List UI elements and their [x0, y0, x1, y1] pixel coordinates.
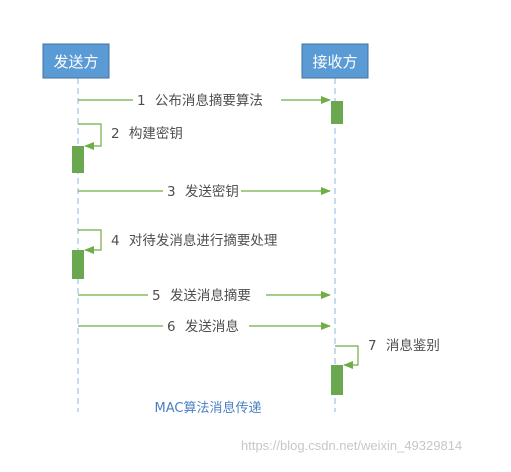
message-3-number: 3: [167, 184, 176, 200]
sender-actor: 发送方: [42, 43, 110, 79]
message-4-number: 4: [111, 233, 120, 249]
message-7: 7 消息鉴别: [335, 337, 440, 369]
message-1-label: 公布消息摘要算法: [155, 92, 263, 109]
message-2: 2 构建密钥: [78, 123, 183, 150]
svg-text:2 构建密钥: 2 构建密钥: [111, 125, 183, 142]
message-7-number: 7: [368, 338, 377, 354]
message-1-number: 1: [137, 93, 146, 109]
message-4: 4 对待发消息进行摘要处理: [78, 229, 278, 254]
message-5: 5 发送消息摘要: [78, 286, 331, 304]
message-6-label: 发送消息: [185, 318, 239, 335]
svg-text:5 发送消息摘要: 5 发送消息摘要: [152, 287, 251, 304]
message-2-number: 2: [111, 126, 120, 142]
message-5-label: 发送消息摘要: [170, 287, 251, 304]
receiver-actor-label: 接收方: [312, 53, 357, 71]
message-3-label: 发送密钥: [185, 183, 239, 200]
message-6: 6 发送消息: [78, 317, 331, 335]
svg-text:1 公布消息摘要算法: 1 公布消息摘要算法: [137, 92, 263, 109]
message-1: 1 公布消息摘要算法: [78, 91, 331, 109]
message-6-number: 6: [167, 319, 176, 335]
svg-text:4 对待发消息进行摘要处理: 4 对待发消息进行摘要处理: [111, 232, 278, 249]
sender-activation-2: [72, 146, 84, 173]
svg-text:7 消息鉴别: 7 消息鉴别: [368, 337, 440, 354]
receiver-activation-1: [331, 101, 343, 124]
watermark: https://blog.csdn.net/weixin_49329814: [241, 438, 463, 453]
sender-activation-4: [72, 250, 84, 279]
message-3: 3 发送密钥: [78, 182, 331, 200]
sender-actor-label: 发送方: [53, 53, 98, 71]
message-7-label: 消息鉴别: [386, 337, 440, 354]
message-5-number: 5: [152, 288, 161, 304]
svg-text:3 发送密钥: 3 发送密钥: [167, 183, 239, 200]
message-4-label: 对待发消息进行摘要处理: [129, 232, 278, 249]
diagram-caption: MAC算法消息传递: [155, 400, 262, 416]
svg-text:6 发送消息: 6 发送消息: [167, 318, 239, 335]
message-2-label: 构建密钥: [129, 125, 183, 142]
receiver-activation-7: [331, 365, 343, 395]
receiver-actor: 接收方: [301, 43, 369, 79]
